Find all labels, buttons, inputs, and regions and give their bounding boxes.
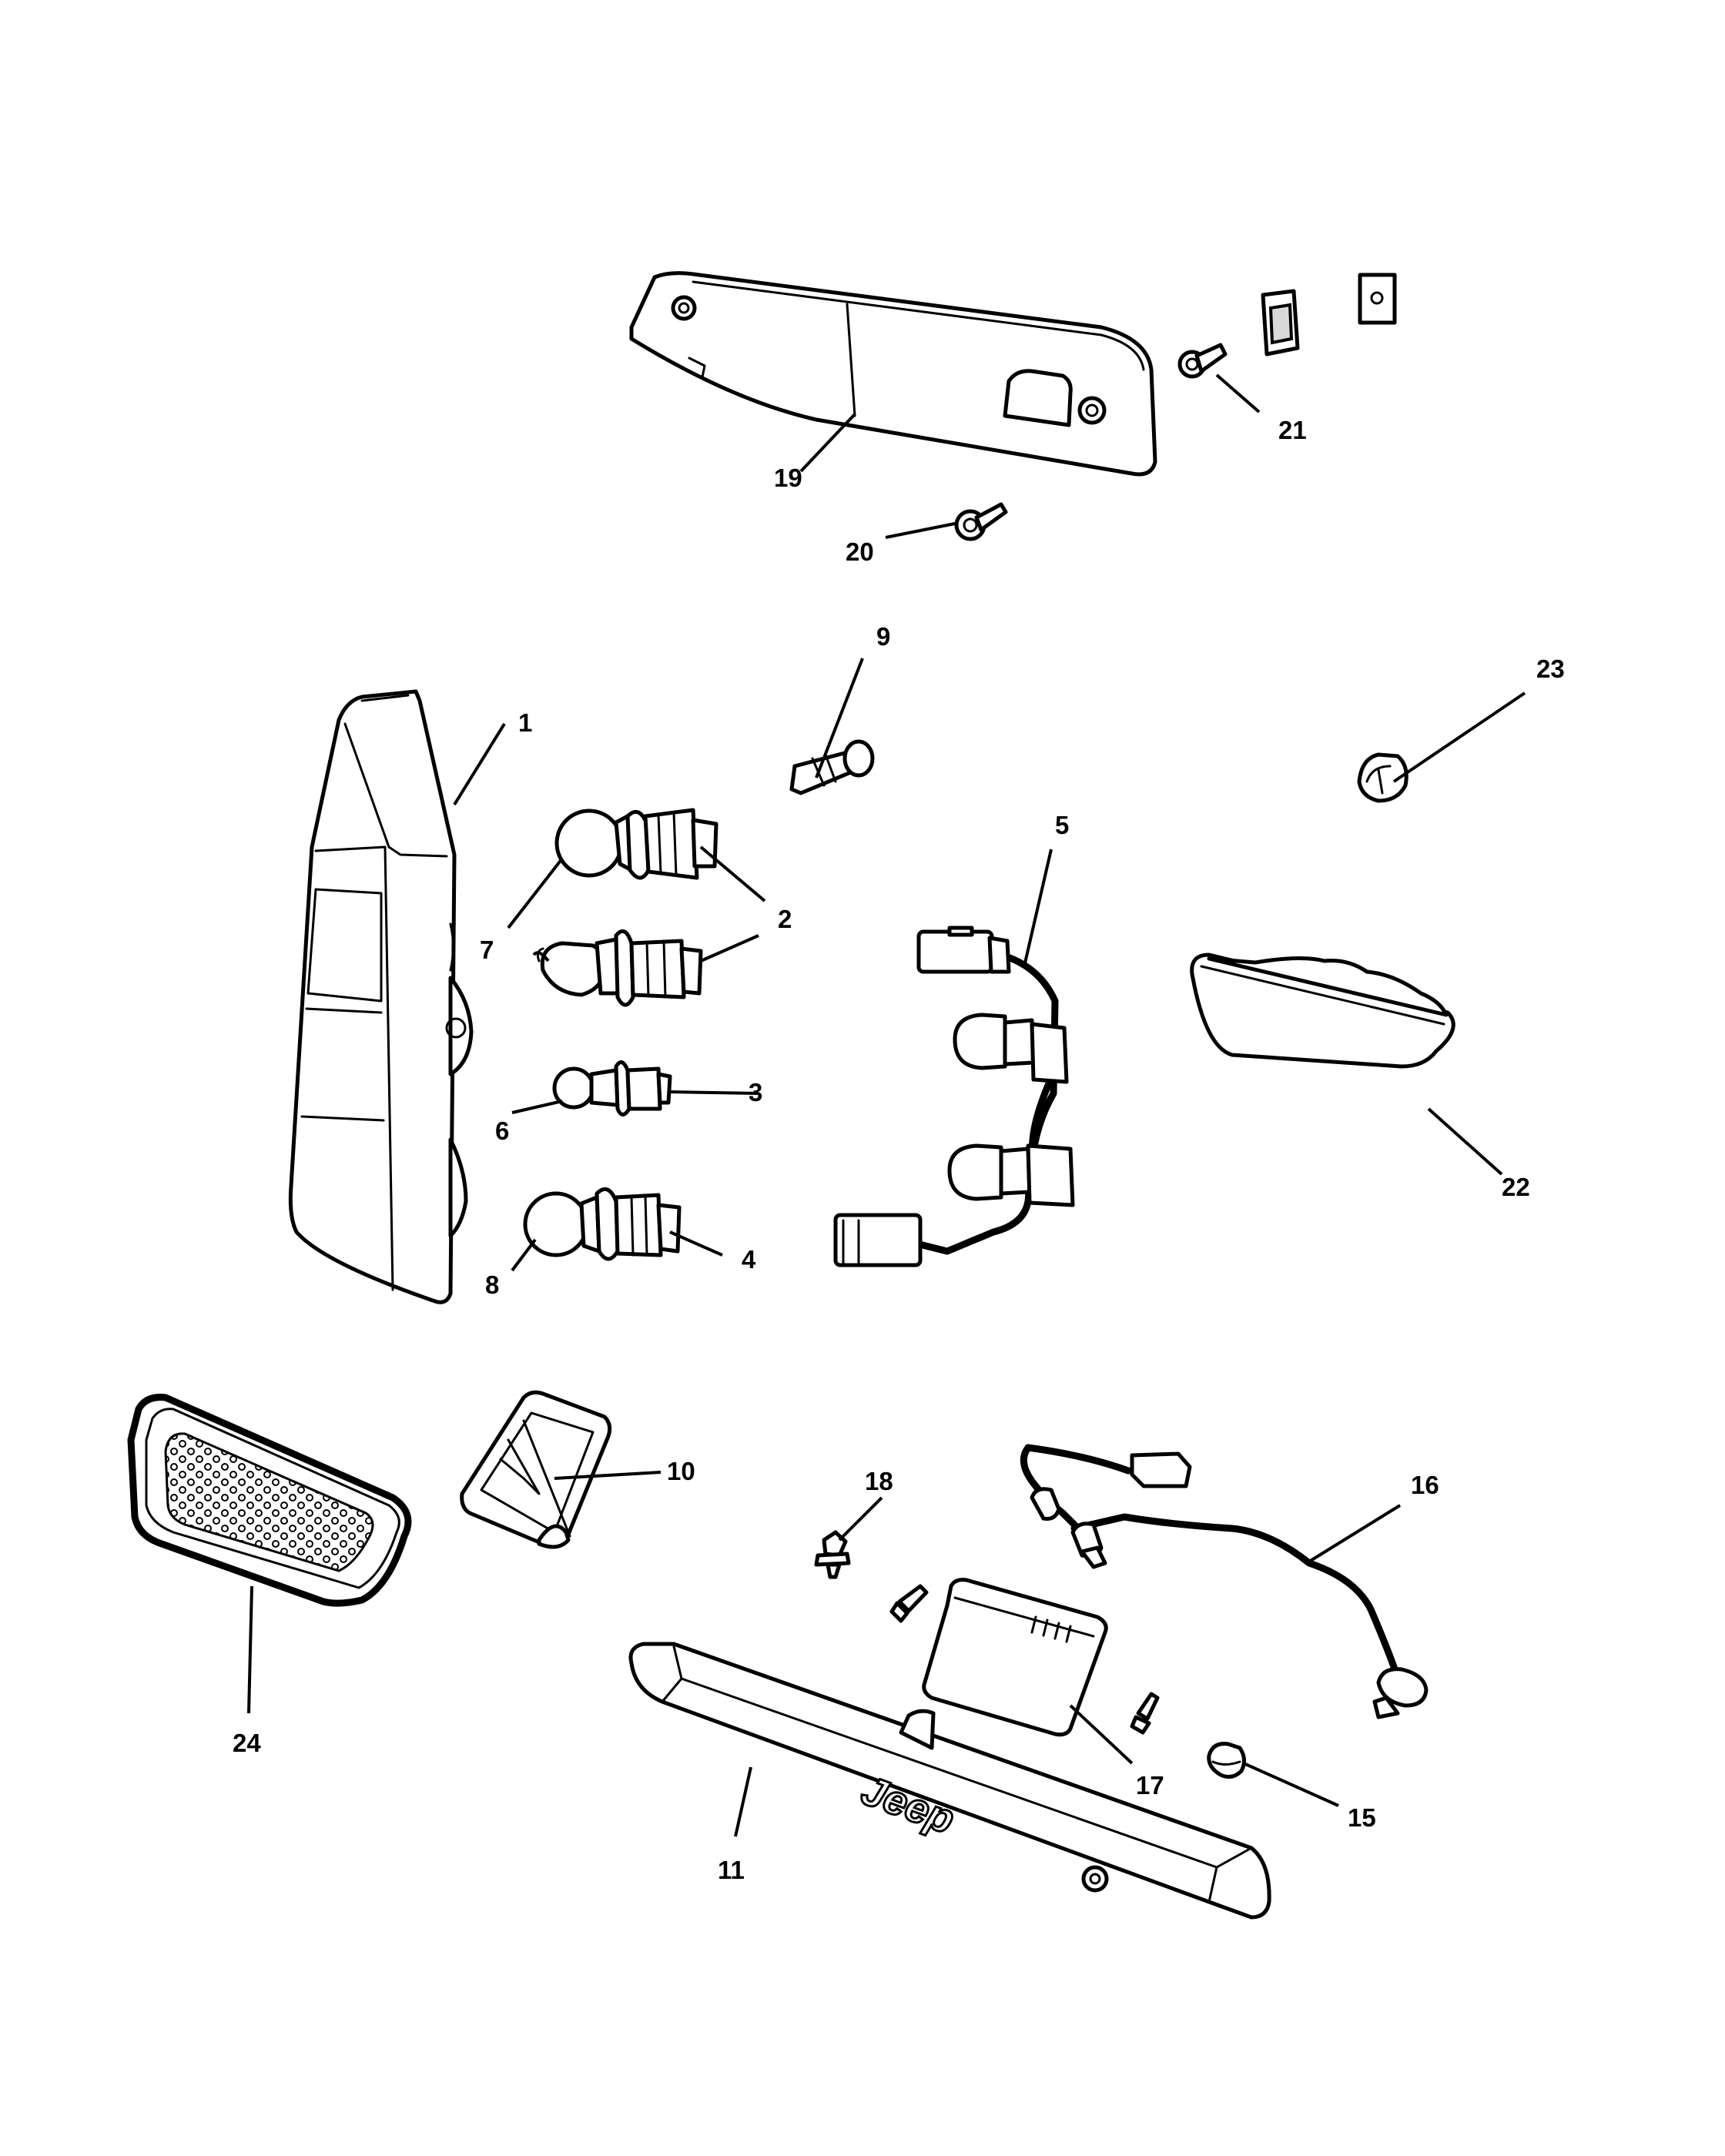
part-1-tail-lamp xyxy=(288,689,474,1304)
callout-4: 4 xyxy=(742,1245,756,1274)
callout-18: 18 xyxy=(865,1467,893,1495)
part-21-screw-and-grommets xyxy=(1177,273,1397,379)
part-16-wiring-harness xyxy=(1020,1444,1429,1719)
part-7-bulb-and-part-2-socket xyxy=(554,808,718,880)
callout-5: 5 xyxy=(1055,811,1069,839)
callout-3: 3 xyxy=(749,1078,762,1106)
callout-11: 11 xyxy=(718,1856,745,1884)
callout-23: 23 xyxy=(1536,654,1565,683)
callout-8: 8 xyxy=(485,1270,499,1299)
callout-10: 10 xyxy=(667,1457,695,1485)
part-22-lamp-lens xyxy=(1190,952,1455,1069)
part-8-bulb-and-part-4-socket xyxy=(523,1187,682,1261)
part-7-bulb-and-part-2-socket-lower xyxy=(536,929,703,1007)
callout-22: 22 xyxy=(1502,1173,1530,1201)
callout-15: 15 xyxy=(1348,1803,1376,1832)
callout-20: 20 xyxy=(846,537,874,566)
callout-24: 24 xyxy=(233,1729,261,1757)
callout-19: 19 xyxy=(774,464,802,492)
callout-labels: 19 21 20 9 23 1 5 2 7 3 6 22 4 8 10 18 1… xyxy=(233,416,1565,1884)
part-18-clip xyxy=(814,1530,851,1579)
part-24-grille-badge xyxy=(127,1394,412,1607)
part-5-wiring-harness xyxy=(833,926,1075,1267)
callout-16: 16 xyxy=(1411,1471,1439,1499)
part-19-chmsl xyxy=(629,271,1157,477)
callout-9: 9 xyxy=(876,622,890,651)
callout-6: 6 xyxy=(495,1116,509,1145)
callout-2: 2 xyxy=(778,905,792,933)
part-10-switch-housing xyxy=(460,1390,612,1549)
part-17-license-lamp xyxy=(889,1578,1160,1737)
callout-17: 17 xyxy=(1136,1771,1164,1799)
part-15-grommet xyxy=(1207,1742,1246,1779)
part-6-bulb-and-part-3-socket xyxy=(552,1060,672,1116)
part-23-grommet xyxy=(1357,752,1408,803)
part-9-push-pin xyxy=(789,739,875,795)
leader-lines xyxy=(247,373,1526,1837)
callout-7: 7 xyxy=(480,936,494,964)
callout-21: 21 xyxy=(1278,416,1307,444)
part-20-screw xyxy=(954,502,1008,541)
callout-1: 1 xyxy=(518,708,532,737)
